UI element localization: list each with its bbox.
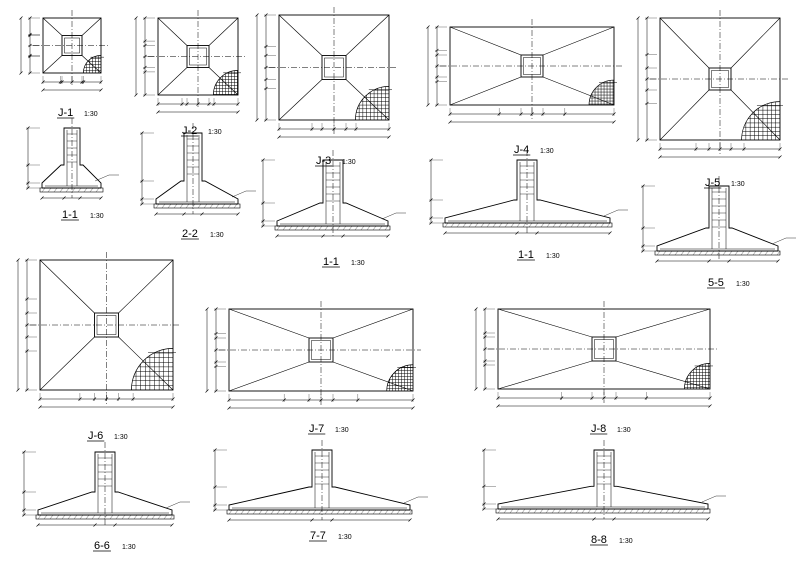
footing-section-7 <box>213 440 428 522</box>
footing-section-4 <box>429 150 628 235</box>
footing-plan-3 <box>255 7 397 139</box>
plan-label-7: J-7 <box>309 423 324 435</box>
section-scale-4: 1:30 <box>546 253 560 260</box>
footing-section-8 <box>482 440 726 521</box>
section-label-7: 7-7 <box>310 530 326 542</box>
plan-label-1: J-1 <box>58 107 73 119</box>
plan-scale-1: 1:30 <box>84 111 98 118</box>
plan-scale-6: 1:30 <box>114 434 128 441</box>
plan-scale-8: 1:30 <box>617 427 631 434</box>
footing-section-6 <box>22 442 190 527</box>
section-label-5: 5-5 <box>708 277 724 289</box>
section-label-4: 1-1 <box>518 249 534 261</box>
footing-section-5 <box>641 176 796 263</box>
footing-plan-1 <box>19 10 109 92</box>
footing-plan-7 <box>205 301 421 410</box>
section-scale-7: 1:30 <box>338 534 352 541</box>
footing-plan-6 <box>16 252 181 409</box>
footing-section-1 <box>26 118 119 200</box>
section-label-6: 6-6 <box>94 540 110 552</box>
section-label-1: 1-1 <box>62 209 78 221</box>
footing-sections <box>22 118 796 527</box>
section-scale-5: 1:30 <box>736 281 750 288</box>
footing-section-3 <box>261 150 406 238</box>
plan-scale-3: 1:30 <box>342 159 356 166</box>
plan-label-8: J-8 <box>591 423 606 435</box>
plan-scale-4: 1:30 <box>540 148 554 155</box>
plan-label-5: J-5 <box>705 177 720 189</box>
plan-label-6: J-6 <box>88 430 103 442</box>
footing-plan-4 <box>426 19 622 124</box>
plan-scale-5: 1:30 <box>731 181 745 188</box>
footing-plan-8 <box>474 301 718 408</box>
section-scale-3: 1:30 <box>351 260 365 267</box>
plan-label-2: J-2 <box>182 125 197 137</box>
footing-plans <box>16 7 788 410</box>
section-label-3: 1-1 <box>323 256 339 268</box>
footing-plan-5 <box>636 10 788 159</box>
plan-scale-7: 1:30 <box>335 427 349 434</box>
plan-label-3: J-3 <box>316 155 331 167</box>
plan-scale-2: 1:30 <box>208 129 222 136</box>
section-scale-2: 1:30 <box>210 232 224 239</box>
section-scale-8: 1:30 <box>619 538 633 545</box>
footing-section-2 <box>140 123 256 216</box>
section-scale-1: 1:30 <box>90 213 104 220</box>
section-label-2: 2-2 <box>182 228 198 240</box>
section-scale-6: 1:30 <box>122 544 136 551</box>
footing-plan-2 <box>134 10 246 114</box>
section-label-8: 8-8 <box>591 534 607 546</box>
plan-label-4: J-4 <box>514 144 529 156</box>
